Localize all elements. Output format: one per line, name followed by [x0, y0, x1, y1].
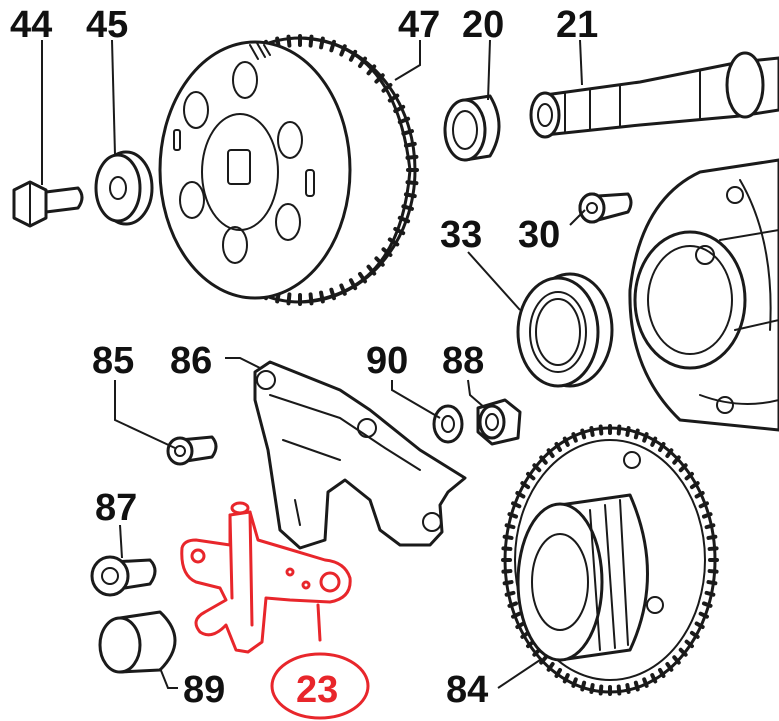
washer-part-45	[94, 150, 154, 226]
bushing-part-20	[443, 94, 501, 162]
label-part-23-highlighted: 23	[296, 669, 338, 711]
label-part-44: 44	[10, 4, 52, 46]
bolt-part-44	[12, 180, 84, 228]
screw-part-87	[90, 555, 157, 597]
label-part-87: 87	[95, 487, 137, 529]
tensioner-bracket-part-86	[253, 360, 467, 550]
label-part-85: 85	[92, 340, 134, 382]
label-part-47: 47	[398, 4, 440, 46]
label-part-30: 30	[518, 214, 560, 256]
label-part-84: 84	[446, 669, 488, 711]
label-part-90: 90	[366, 340, 408, 382]
screw-part-30	[578, 192, 633, 224]
label-part-21: 21	[556, 4, 598, 46]
label-part-89: 89	[183, 669, 225, 711]
label-part-45: 45	[86, 4, 128, 46]
timing-case-cover	[628, 158, 779, 432]
washer-part-90	[432, 404, 464, 444]
label-part-33: 33	[440, 214, 482, 256]
nut-part-88	[476, 398, 522, 446]
label-part-20: 20	[462, 4, 504, 46]
screw-part-85	[166, 435, 218, 466]
part-labels: 44 45 47 20 21 33 30 85 86 90 88 87 89 2…	[10, 4, 598, 711]
camshaft-pulley-part-47	[158, 34, 419, 306]
oil-seal-part-33	[516, 272, 614, 388]
crankshaft-pulley-part-84	[501, 424, 719, 696]
label-part-88: 88	[442, 340, 484, 382]
label-part-86: 86	[170, 340, 212, 382]
tensioner-part-23-highlighted[interactable]	[180, 501, 352, 654]
leader-lines	[41, 39, 586, 720]
shaft-part-21	[529, 51, 779, 139]
spacer-part-89	[98, 610, 177, 674]
